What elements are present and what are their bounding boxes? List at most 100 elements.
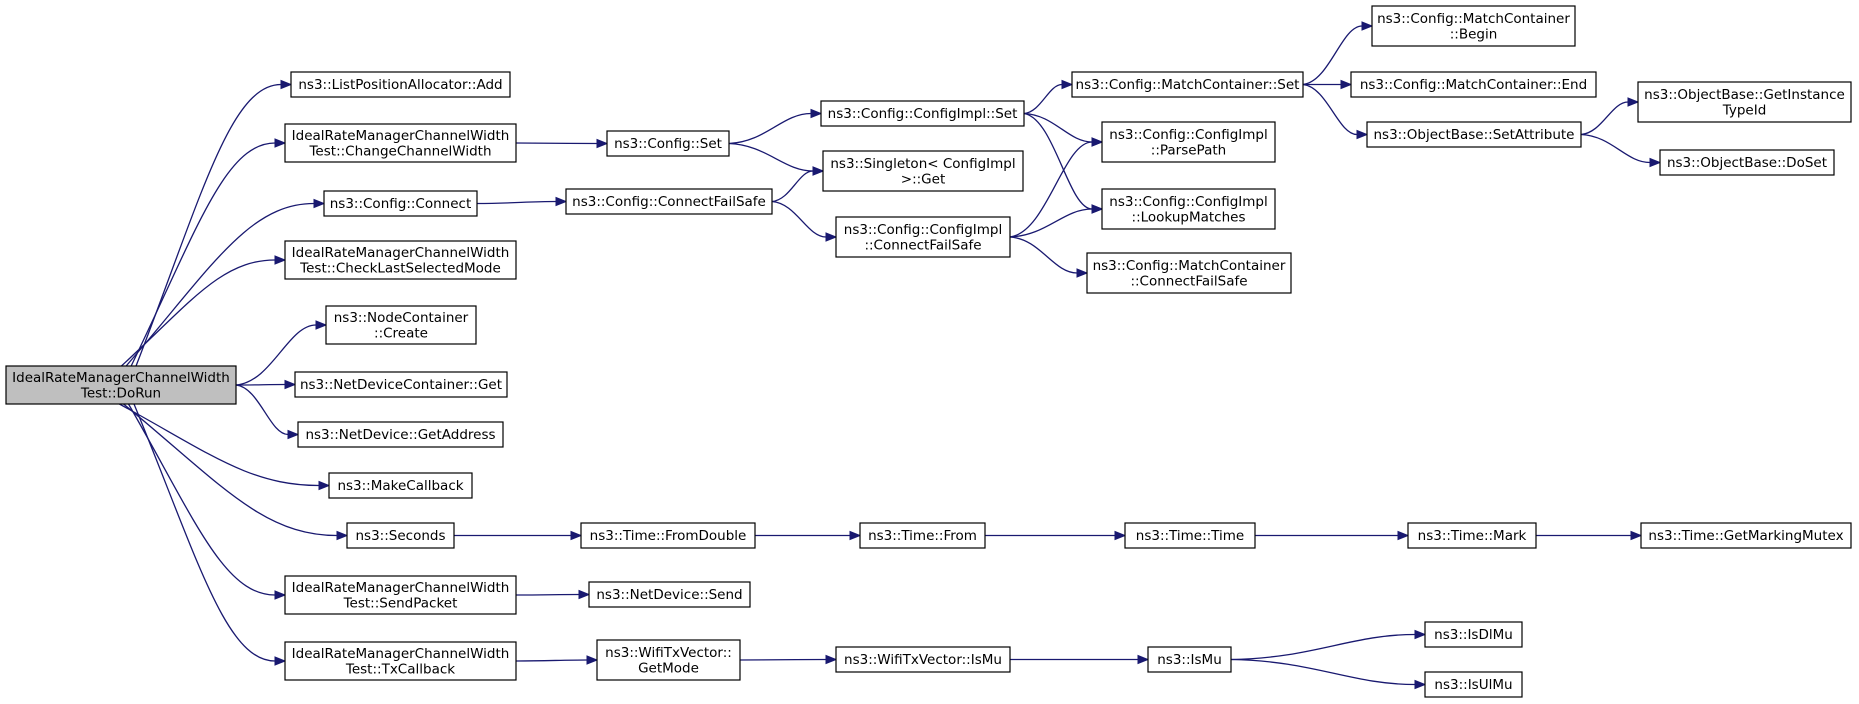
- arrowhead: [596, 138, 609, 149]
- node-singleton-get[interactable]: ns3::Singleton< ConfigImpl>::Get: [822, 150, 1024, 192]
- arrowhead: [1091, 204, 1104, 214]
- node-list-pos-add[interactable]: ns3::ListPositionAllocator::Add: [290, 71, 511, 98]
- node-send-packet[interactable]: IdealRateManagerChannelWidthTest::SendPa…: [284, 575, 517, 615]
- arrowhead: [336, 530, 349, 541]
- node-box: [284, 641, 517, 681]
- node-label: ns3::NetDeviceContainer::Get: [300, 377, 502, 393]
- node-label: ns3::MakeCallback: [337, 478, 463, 494]
- node-get-mode[interactable]: ns3::WifiTxVector::GetMode: [596, 639, 741, 681]
- node-box: [1371, 5, 1576, 47]
- arrowhead: [1649, 157, 1662, 168]
- arrowhead: [1361, 21, 1374, 31]
- edge-impl-connect-fail-safe-to-parse-path: [1009, 137, 1104, 238]
- arrowhead: [1340, 79, 1353, 90]
- edge-seconds-to-from-double: [454, 530, 583, 541]
- node-box: [859, 522, 986, 549]
- node-label: ns3::Config::ConfigImpl: [1109, 194, 1267, 210]
- node-check-last[interactable]: IdealRateManagerChannelWidthTest::CheckL…: [284, 240, 517, 280]
- node-get-marking-mutex[interactable]: ns3::Time::GetMarkingMutex: [1640, 522, 1852, 549]
- node-mc-set[interactable]: ns3::Config::MatchContainer::Set: [1071, 71, 1304, 98]
- node-box: [1086, 252, 1292, 294]
- node-box: [1147, 646, 1232, 673]
- node-tx-callback[interactable]: IdealRateManagerChannelWidthTest::TxCall…: [284, 641, 517, 681]
- node-mc-connect-fail-safe[interactable]: ns3::Config::MatchContainer::ConnectFail…: [1086, 252, 1292, 294]
- node-label: ns3::Config::ConfigImpl: [844, 222, 1002, 238]
- node-label: ns3::NetDevice::GetAddress: [305, 427, 495, 443]
- node-label: ns3::Config::MatchContainer::End: [1360, 77, 1587, 93]
- node-box: [323, 190, 478, 217]
- node-time-mark[interactable]: ns3::Time::Mark: [1407, 522, 1537, 549]
- edge-line: [119, 403, 320, 487]
- node-get-address[interactable]: ns3::NetDevice::GetAddress: [297, 421, 504, 448]
- node-box: [284, 575, 517, 615]
- arrowhead: [1091, 137, 1104, 147]
- node-label: ns3::NodeContainer: [334, 310, 469, 326]
- edge-mc-set-to-set-attribute: [1302, 83, 1369, 140]
- node-ndc-get[interactable]: ns3::NetDeviceContainer::Get: [294, 371, 508, 398]
- node-time-from[interactable]: ns3::Time::From: [859, 522, 986, 549]
- edge-line: [1230, 633, 1416, 661]
- node-config-set[interactable]: ns3::Config::Set: [606, 130, 730, 157]
- node-is-dl-mu[interactable]: ns3::IsDlMu: [1424, 621, 1523, 648]
- edge-time-from-to-time-time: [985, 530, 1127, 541]
- edge-line: [120, 259, 276, 367]
- edge-config-set-to-impl-set: [728, 108, 823, 145]
- arrowhead: [1061, 79, 1074, 90]
- edge-impl-set-to-lookup-matches: [1023, 112, 1104, 214]
- node-box: [1659, 149, 1835, 176]
- edge-root-to-make-callback: [119, 403, 331, 491]
- node-is-mu-vec[interactable]: ns3::WifiTxVector::IsMu: [835, 646, 1011, 673]
- arrowhead: [280, 79, 293, 90]
- node-label: ::Create: [374, 325, 428, 341]
- node-box: [5, 365, 237, 405]
- node-make-callback[interactable]: ns3::MakeCallback: [328, 472, 473, 499]
- edge-line: [515, 659, 588, 662]
- edge-get-mode-to-is-mu-vec: [739, 654, 838, 665]
- node-parse-path[interactable]: ns3::Config::ConfigImpl::ParsePath: [1101, 121, 1276, 163]
- node-label: ::LookupMatches: [1132, 209, 1246, 225]
- edge-config-connect-to-connect-fail-safe: [476, 196, 568, 207]
- edge-line: [235, 383, 286, 386]
- node-change-width[interactable]: IdealRateManagerChannelWidthTest::Change…: [284, 123, 517, 163]
- edge-impl-connect-fail-safe-to-lookup-matches: [1009, 204, 1104, 238]
- node-mc-begin[interactable]: ns3::Config::MatchContainer::Begin: [1371, 5, 1576, 47]
- node-config-connect[interactable]: ns3::Config::Connect: [323, 190, 478, 217]
- node-label: Test::ChangeChannelWidth: [308, 143, 491, 159]
- node-is-ul-mu[interactable]: ns3::IsUlMu: [1424, 671, 1523, 698]
- node-node-create[interactable]: ns3::NodeContainer::Create: [325, 305, 477, 345]
- node-label: ns3::IsUlMu: [1434, 677, 1512, 693]
- node-label: IdealRateManagerChannelWidth: [12, 370, 230, 386]
- arrowhead: [274, 138, 287, 148]
- node-label: ns3::Time::From: [868, 528, 977, 544]
- node-label: ::ConnectFailSafe: [1130, 273, 1247, 289]
- edge-line: [135, 83, 282, 367]
- arrowhead: [287, 429, 300, 440]
- node-do-set[interactable]: ns3::ObjectBase::DoSet: [1659, 149, 1835, 176]
- node-time-time[interactable]: ns3::Time::Time: [1124, 522, 1256, 549]
- node-label: GetMode: [638, 660, 699, 676]
- edge-mc-set-to-mc-end: [1302, 79, 1353, 90]
- node-is-mu[interactable]: ns3::IsMu: [1147, 646, 1232, 673]
- node-mc-end[interactable]: ns3::Config::MatchContainer::End: [1350, 71, 1597, 98]
- node-lookup-matches[interactable]: ns3::Config::ConfigImpl::LookupMatches: [1101, 188, 1276, 230]
- arrowhead: [1630, 530, 1643, 541]
- node-from-double[interactable]: ns3::Time::FromDouble: [580, 522, 756, 549]
- node-impl-set[interactable]: ns3::Config::ConfigImpl::Set: [820, 100, 1025, 127]
- edge-line: [235, 324, 317, 386]
- node-impl-connect-fail-safe[interactable]: ns3::Config::ConfigImpl::ConnectFailSafe: [835, 216, 1011, 258]
- edge-impl-set-to-parse-path: [1023, 112, 1104, 147]
- node-seconds[interactable]: ns3::Seconds: [346, 522, 455, 549]
- node-set-attribute[interactable]: ns3::ObjectBase::SetAttribute: [1366, 121, 1582, 148]
- arrowhead: [1414, 629, 1427, 640]
- node-connect-fail-safe[interactable]: ns3::Config::ConnectFailSafe: [565, 188, 773, 215]
- edge-connect-fail-safe-to-singleton-get: [771, 166, 825, 203]
- arrowhead: [318, 480, 331, 491]
- arrowhead: [578, 589, 591, 600]
- edge-root-to-seconds: [123, 403, 349, 541]
- node-label: ::ParsePath: [1151, 142, 1226, 158]
- edge-root-to-change-width: [130, 138, 287, 367]
- arrowhead: [1114, 530, 1127, 541]
- node-nd-send[interactable]: ns3::NetDevice::Send: [588, 581, 751, 608]
